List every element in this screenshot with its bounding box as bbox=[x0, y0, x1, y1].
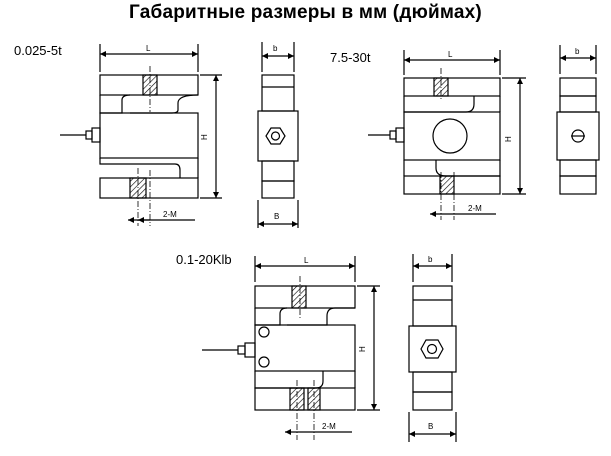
view-2-front: 7.5-30t bbox=[330, 50, 526, 220]
view-3-range-label: 0.1-20Klb bbox=[176, 252, 232, 267]
view-1-height-label: H bbox=[200, 134, 209, 140]
view-2-length-label: L bbox=[448, 50, 453, 59]
view-2-height-label: H bbox=[504, 136, 513, 142]
view-3-front: 0.1-20Klb bbox=[176, 252, 380, 440]
view-1-width-top-label: b bbox=[273, 44, 278, 53]
view-1-side bbox=[257, 42, 299, 228]
view-3-width-bottom-label: B bbox=[428, 422, 433, 431]
page-title: Габаритные размеры в мм (дюймах) bbox=[129, 2, 482, 23]
view-2-thread-label: 2-M bbox=[468, 204, 482, 213]
view-2-side bbox=[556, 45, 600, 195]
view-1-front: 0.025-5t L bbox=[14, 43, 222, 226]
view-2-range-label: 7.5-30t bbox=[330, 50, 371, 65]
view-3-side bbox=[408, 254, 457, 442]
view-1-range-label: 0.025-5t bbox=[14, 43, 62, 58]
view-3-height-label: H bbox=[358, 346, 367, 352]
view-1-thread-label: 2-M bbox=[163, 210, 177, 219]
view-1-width-bottom-label: B bbox=[274, 212, 279, 221]
view-1-length-label: L bbox=[146, 44, 151, 53]
view-3-width-top-label: b bbox=[428, 255, 433, 264]
view-2-width-top-label: b bbox=[575, 47, 580, 56]
view-3-thread-label: 2-M bbox=[322, 422, 336, 431]
view-3-length-label: L bbox=[304, 256, 309, 265]
